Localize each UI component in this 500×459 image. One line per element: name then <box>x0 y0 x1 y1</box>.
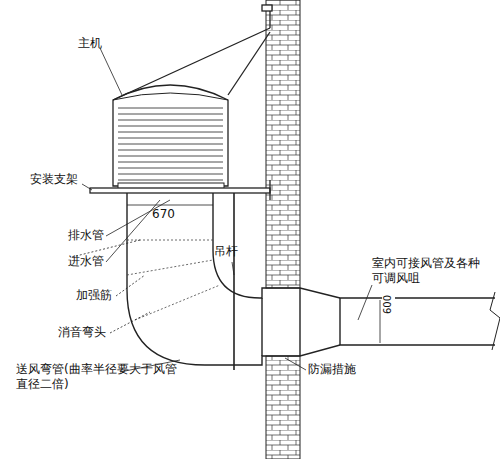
stiffener-lines <box>127 240 220 320</box>
mount-bracket <box>90 5 272 200</box>
note-label: 室内可接风管及各种可调风咀 <box>372 256 490 286</box>
louver <box>118 156 223 157</box>
brick-wall <box>266 0 300 288</box>
part-label: 主机 <box>78 36 102 51</box>
dimension: 670 <box>152 207 175 222</box>
part-label: 排水管 <box>68 228 104 243</box>
louver <box>118 120 223 121</box>
louver <box>118 108 223 109</box>
part-label: 加强筋 <box>76 288 112 303</box>
cooler-unit <box>113 85 228 189</box>
louver <box>118 144 223 145</box>
dimension: 600 <box>382 295 395 314</box>
part-label: 防漏措施 <box>308 362 356 377</box>
part-label: 吊杆 <box>214 244 238 259</box>
leader-lines <box>72 48 380 372</box>
part-label: 进水管 <box>68 254 104 269</box>
louver <box>118 174 223 175</box>
part-label: 消音弯头 <box>58 325 106 340</box>
louver <box>118 168 223 169</box>
brick-wall <box>266 356 300 459</box>
louver <box>118 180 223 181</box>
elbow-duct <box>127 193 500 365</box>
louver <box>118 138 223 139</box>
louver <box>118 114 223 115</box>
hanger-rod <box>233 193 235 370</box>
louver <box>118 126 223 127</box>
louver <box>118 150 223 151</box>
note-label: 送风弯管(曲率半径要大于风管直径二倍) <box>16 362 178 392</box>
louver <box>118 162 223 163</box>
louver <box>118 132 223 133</box>
part-label: 安装支架 <box>30 172 78 187</box>
